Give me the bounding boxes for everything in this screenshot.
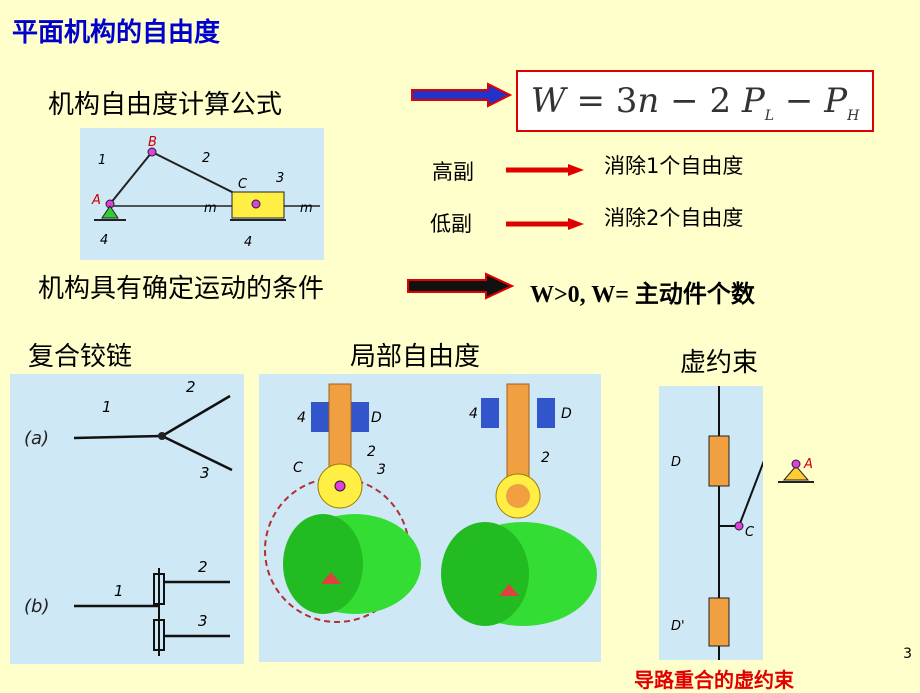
label-m1: m <box>204 201 217 216</box>
svg-text:1: 1 <box>114 582 124 600</box>
label-2: 2 <box>202 151 210 166</box>
svg-text:D: D <box>561 406 572 422</box>
page-number: 3 <box>903 646 912 662</box>
blue-arrow-icon <box>411 82 512 108</box>
svg-text:(a): (a) <box>24 428 49 449</box>
svg-text:2: 2 <box>367 444 376 460</box>
label-C: C <box>238 177 248 192</box>
higher-pair-label: 高副 <box>432 160 474 184</box>
svg-text:2: 2 <box>186 378 196 396</box>
svg-text:C: C <box>293 460 303 476</box>
label-4b: 4 <box>244 235 252 250</box>
label-B: B <box>148 135 157 150</box>
svg-text:3: 3 <box>377 462 386 478</box>
svg-text:4: 4 <box>469 406 478 422</box>
local-dof-panel: 4 D C 2 3 4 D 2 <box>259 374 601 662</box>
lower-pair-label: 低副 <box>430 212 472 236</box>
svg-text:2: 2 <box>198 558 208 576</box>
virtual-constraint-heading: 虚约束 <box>680 348 759 378</box>
label-A: A <box>91 193 101 208</box>
svg-text:4: 4 <box>297 410 306 426</box>
local-dof-heading: 局部自由度 <box>350 342 481 372</box>
svg-text:3: 3 <box>198 612 208 630</box>
formula-heading: 机构自由度计算公式 <box>48 90 283 120</box>
formula-box: W = 3n − 2 PL − PH <box>516 70 874 132</box>
slide-title: 平面机构的自由度 <box>12 18 221 48</box>
red-arrow-icon <box>506 164 584 176</box>
svg-text:(b): (b) <box>24 596 49 617</box>
compound-hinge-heading: 复合铰链 <box>28 342 133 372</box>
slider-crank-diagram: B 1 2 C 3 A m m 4 4 <box>80 128 324 260</box>
virtual-constraint-panel: D B C D' <box>659 386 763 660</box>
svg-text:D': D' <box>671 619 685 634</box>
red-arrow-icon <box>506 218 584 230</box>
higher-pair-effect: 消除1个自由度 <box>604 154 744 178</box>
svg-text:A: A <box>803 457 813 472</box>
label-4a: 4 <box>100 233 108 248</box>
svg-text:1: 1 <box>102 398 112 416</box>
dof-formula: W = 3n − 2 PL − PH <box>530 81 860 124</box>
svg-text:D: D <box>371 410 382 426</box>
virtual-caption: 导路重合的虚约束 <box>634 668 794 692</box>
lower-pair-effect: 消除2个自由度 <box>604 206 744 230</box>
condition-heading: 机构具有确定运动的条件 <box>38 274 325 304</box>
virtual-ground-diagram: A <box>778 457 814 483</box>
label-1: 1 <box>98 153 106 168</box>
svg-text:C: C <box>745 525 755 540</box>
svg-text:2: 2 <box>541 450 550 466</box>
svg-text:3: 3 <box>200 464 210 482</box>
label-3: 3 <box>276 171 284 186</box>
label-m2: m <box>300 201 313 216</box>
condition-result: W>0, W= 主动件个数 <box>530 282 755 308</box>
black-arrow-icon <box>407 272 515 300</box>
svg-text:D: D <box>671 455 681 470</box>
compound-hinge-panel: (a) 1 2 3 (b) 1 2 3 <box>10 374 244 664</box>
